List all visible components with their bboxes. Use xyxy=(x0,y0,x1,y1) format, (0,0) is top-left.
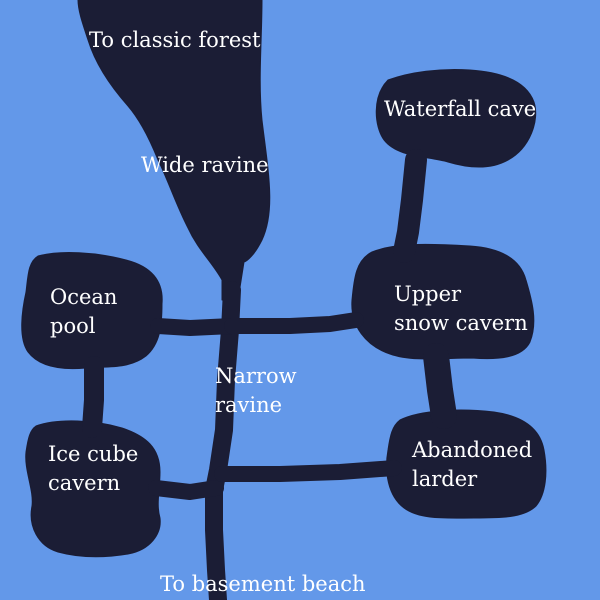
label-ocean-pool-line1[interactable]: Ocean xyxy=(50,285,118,309)
label-larder-line2[interactable]: larder xyxy=(412,467,478,491)
label-waterfall-cave[interactable]: Waterfall cave xyxy=(384,97,537,121)
label-to-classic-forest[interactable]: To classic forest xyxy=(89,28,261,52)
label-upper-snow-line2[interactable]: snow cavern xyxy=(394,311,528,335)
label-upper-snow-line1[interactable]: Upper xyxy=(394,282,462,306)
label-ice-cube-line1[interactable]: Ice cube xyxy=(48,442,139,466)
waterfall-to-snow-passage xyxy=(393,149,427,263)
label-ocean-pool-line2[interactable]: pool xyxy=(50,314,96,338)
label-narrow-ravine-line1[interactable]: Narrow xyxy=(215,364,297,388)
label-to-basement-beach[interactable]: To basement beach xyxy=(160,572,366,596)
icecube-to-ravine-passage xyxy=(148,480,224,500)
ravine-to-larder-passage xyxy=(214,460,402,482)
ravine-to-snow-passage xyxy=(224,312,364,334)
ocean-pool-area[interactable] xyxy=(21,252,163,370)
waterfall-cave-area[interactable] xyxy=(375,69,537,168)
wide-ravine-area[interactable] xyxy=(77,0,271,301)
label-ice-cube-line2[interactable]: cavern xyxy=(48,471,121,495)
label-larder-line1[interactable]: Abandoned xyxy=(412,438,533,462)
narrow-ravine-passage xyxy=(205,281,241,600)
ice-cube-cavern-area[interactable] xyxy=(25,420,161,558)
ocean-to-ravine-passage xyxy=(150,318,240,336)
snow-to-larder-passage xyxy=(423,343,457,429)
label-wide-ravine[interactable]: Wide ravine xyxy=(141,153,269,177)
ocean-to-icecube-passage xyxy=(82,356,104,438)
label-narrow-ravine-line2[interactable]: ravine xyxy=(215,393,283,417)
